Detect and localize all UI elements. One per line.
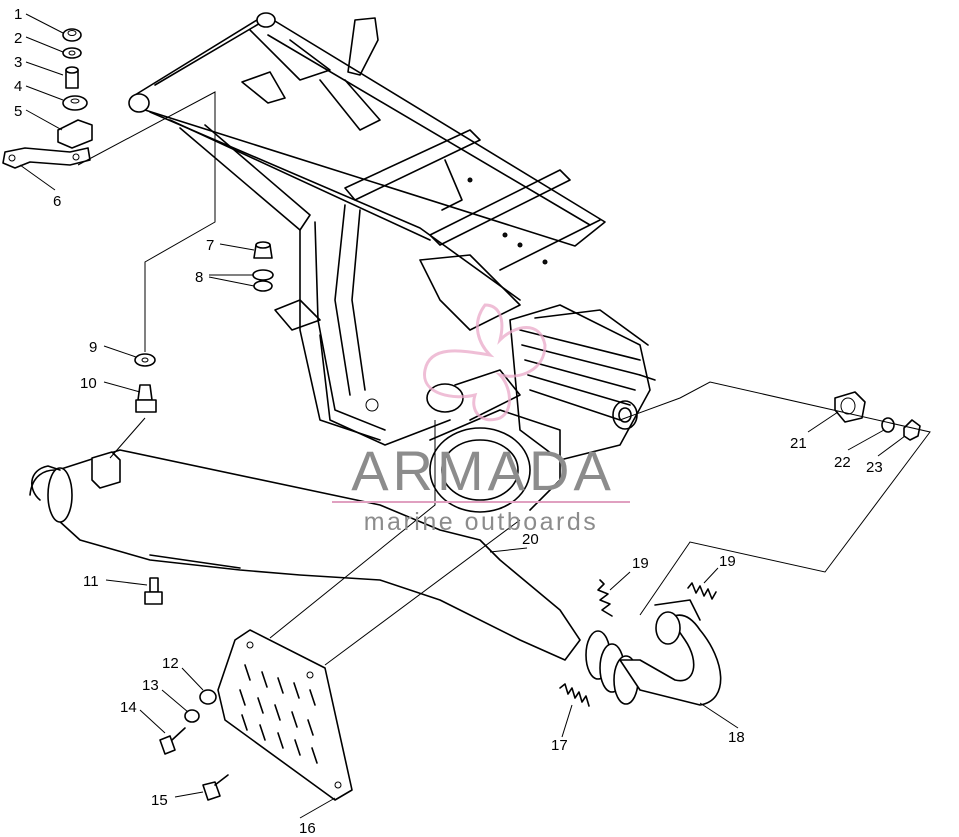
- callout-7: 7: [206, 237, 214, 254]
- watermark-subtitle: marine outboards: [363, 508, 599, 536]
- callout-labels: 1 2 3 4 5 6 7 8 9 10 11 12 13 14 15 16 1…: [14, 6, 883, 837]
- callout-23: 23: [866, 459, 883, 476]
- engine: [419, 254, 656, 513]
- callout-5: 5: [14, 103, 22, 120]
- callout-4: 4: [14, 78, 22, 95]
- callout-16: 16: [299, 820, 316, 837]
- callout-1: 1: [14, 6, 22, 23]
- watermark-title: ARMADA: [351, 439, 615, 502]
- callout-22: 22: [834, 454, 851, 471]
- callout-3: 3: [14, 54, 22, 71]
- headpipe: [619, 599, 722, 706]
- callout-19a: 19: [632, 555, 649, 572]
- callout-20: 20: [522, 531, 539, 548]
- assembly-lines: [77, 91, 931, 666]
- heat-shield: [217, 629, 353, 801]
- watermark-rule: [332, 501, 630, 503]
- leader-lines: [19, 13, 906, 819]
- frame: [128, 12, 606, 446]
- callout-15: 15: [151, 792, 168, 809]
- callout-11: 11: [83, 573, 99, 590]
- callout-2: 2: [14, 30, 22, 47]
- callout-21: 21: [790, 435, 807, 452]
- callout-9: 9: [89, 339, 97, 356]
- callout-10: 10: [80, 375, 97, 392]
- callout-19b: 19: [719, 553, 736, 570]
- armada-logo: [423, 303, 547, 422]
- callout-13: 13: [142, 677, 159, 694]
- callout-12: 12: [162, 655, 179, 672]
- callout-6: 6: [53, 193, 61, 210]
- mount-hardware: [2, 28, 921, 801]
- callout-8: 8: [195, 269, 203, 286]
- callout-17: 17: [551, 737, 568, 754]
- callout-14: 14: [120, 699, 137, 716]
- callout-18: 18: [728, 729, 745, 746]
